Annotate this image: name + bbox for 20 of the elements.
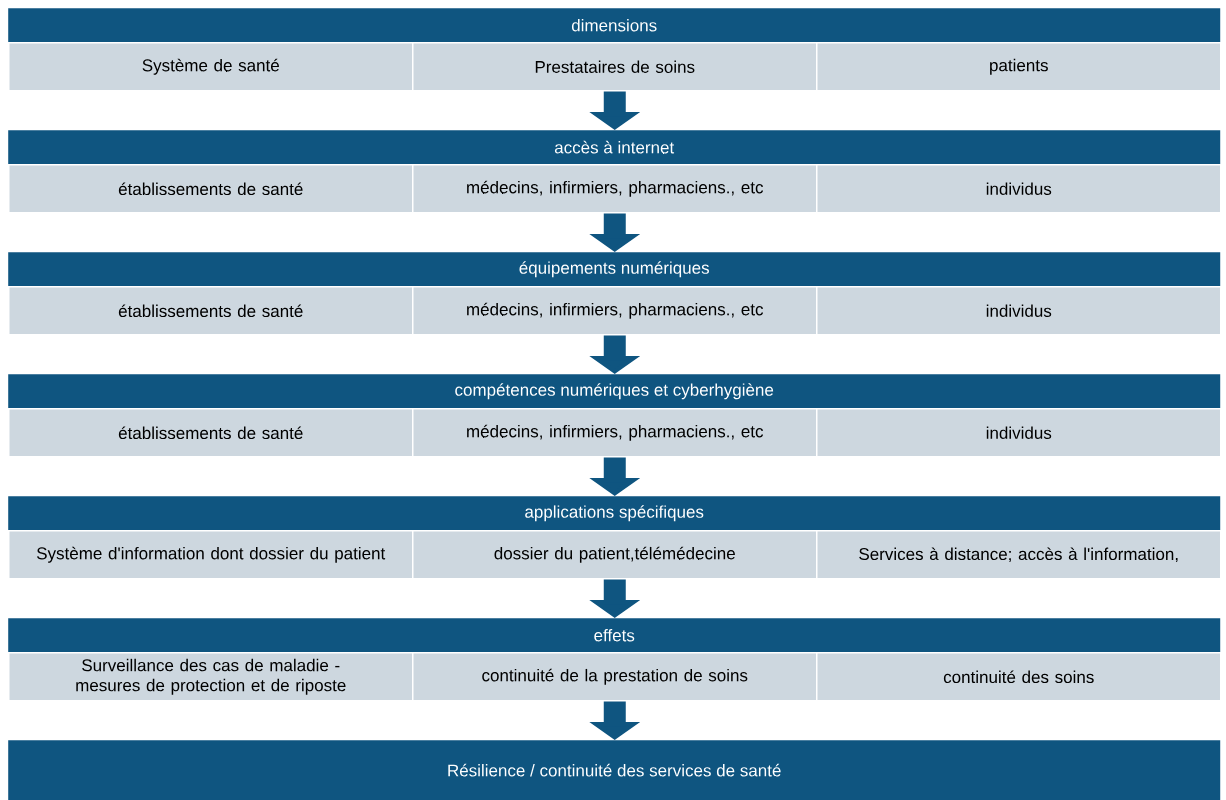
category-cell: dossier du patient,télémédecine [412, 530, 818, 580]
result-band: Résilience / continuité des services de santé [8, 740, 1221, 800]
category-cell: individus [816, 408, 1222, 458]
category-cell: patients [816, 42, 1222, 92]
category-cell: continuité des soins [816, 652, 1222, 702]
category-cell: Surveillance des cas de maladie - mesures de protection et de riposte [8, 652, 414, 702]
category-cell: Système d'information dont dossier du patient [8, 530, 414, 580]
category-cell: Système de santé [8, 42, 414, 92]
category-cell: médecins, infirmiers, pharmaciens., etc [412, 286, 818, 336]
header-band: dimensions [8, 8, 1221, 43]
category-cell: continuité de la prestation de soins [412, 652, 818, 702]
category-cell: médecins, infirmiers, pharmaciens., etc [412, 408, 818, 458]
category-cell: individus [816, 286, 1222, 336]
category-cell: individus [816, 164, 1222, 214]
category-cell: établissements de santé [8, 408, 414, 458]
category-cell: médecins, infirmiers, pharmaciens., etc [412, 164, 818, 214]
category-cell: Services à distance; accès à l'information, [816, 530, 1222, 580]
category-cell: établissements de santé [8, 286, 414, 336]
category-cell: Prestataires de soins [412, 42, 818, 92]
category-cell: établissements de santé [8, 164, 414, 214]
